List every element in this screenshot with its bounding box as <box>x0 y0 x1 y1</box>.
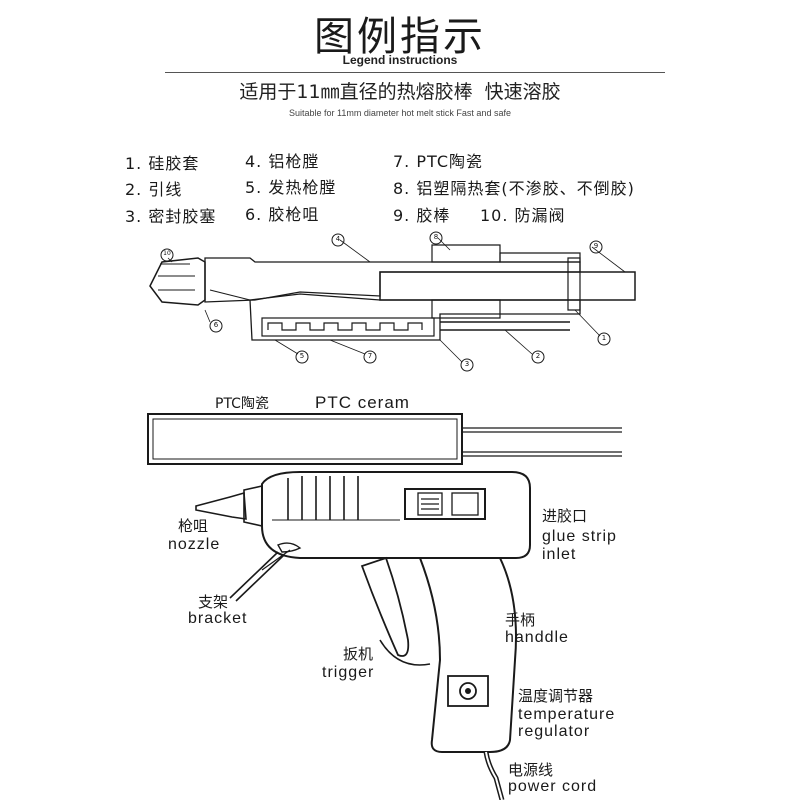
glue-gun-illustration <box>195 471 531 800</box>
aluminium-barrel-shape <box>204 257 581 303</box>
nozzle-label-en: nozzle <box>168 536 221 553</box>
callout-markers <box>160 231 611 372</box>
description-en: Suitable for 11mm diameter hot melt stic… <box>289 108 511 118</box>
description-cn: 适用于11㎜直径的热熔胶棒 快速溶胶 <box>239 81 561 103</box>
legend-item-4: 4. 铝枪膛 <box>245 152 320 171</box>
cord-label-en: power cord <box>508 778 598 795</box>
temperature-label-en-1: temperature <box>518 706 616 723</box>
bracket-label-en: bracket <box>188 610 248 627</box>
inlet-label-en-2: inlet <box>542 546 577 563</box>
legend-item-7: 7. PTC陶瓷 <box>393 152 484 171</box>
legend-item-10: 10. 防漏阀 <box>480 206 566 225</box>
callout-6: 6 <box>213 321 219 329</box>
glue-stick-shape <box>379 271 636 301</box>
legend-item-5: 5. 发热枪膛 <box>245 178 337 197</box>
handle-label-cn: 手柄 <box>505 611 536 629</box>
bracket-label-cn: 支架 <box>198 593 229 611</box>
callout-2: 2 <box>535 352 541 360</box>
legend-item-6: 6. 胶枪咀 <box>245 205 320 224</box>
insulation-sleeve-shape <box>431 244 581 319</box>
trigger-label-cn: 扳机 <box>343 645 374 663</box>
trigger-label-en: trigger <box>322 664 375 681</box>
legend-item-1: 1. 硅胶套 <box>125 154 200 173</box>
nozzle-valve-shape <box>149 257 206 306</box>
cord-label-cn: 电源线 <box>508 761 554 779</box>
legend-item-9: 9. 胶棒 <box>393 206 451 225</box>
ptc-label-cn: PTC陶瓷 <box>215 396 269 412</box>
temperature-label-en-2: regulator <box>518 723 591 740</box>
callout-5: 5 <box>299 352 305 360</box>
silicone-sleeve-shape <box>567 257 581 311</box>
inlet-label-en-1: glue strip <box>542 528 617 545</box>
callout-1: 1 <box>601 334 607 342</box>
temperature-label-cn: 温度调节器 <box>518 687 594 705</box>
callout-4: 4 <box>335 235 341 243</box>
nozzle-label-cn: 枪咀 <box>178 517 209 535</box>
legend-item-2: 2. 引线 <box>125 180 183 199</box>
callout-7: 7 <box>367 352 373 360</box>
heating-chamber-shape <box>249 293 581 341</box>
inlet-label-cn: 进胶口 <box>542 507 588 525</box>
ptc-label-en: PTC ceram <box>315 393 410 412</box>
handle-label-en: handdle <box>505 629 569 646</box>
callout-8: 8 <box>433 233 439 241</box>
ptc-ceramic-plate <box>147 413 622 465</box>
callout-10: 10 <box>163 250 171 257</box>
page-subtitle: Legend instructions <box>342 53 458 67</box>
lead-wire-shape <box>440 321 570 331</box>
callout-9: 9 <box>593 242 599 250</box>
page-title: 图例指示 <box>314 14 486 60</box>
legend-item-3: 3. 密封胶塞 <box>125 207 217 226</box>
callout-3: 3 <box>464 360 470 368</box>
legend-item-8: 8. 铝塑隔热套(不渗胶、不倒胶) <box>393 179 635 198</box>
title-divider <box>165 72 665 73</box>
